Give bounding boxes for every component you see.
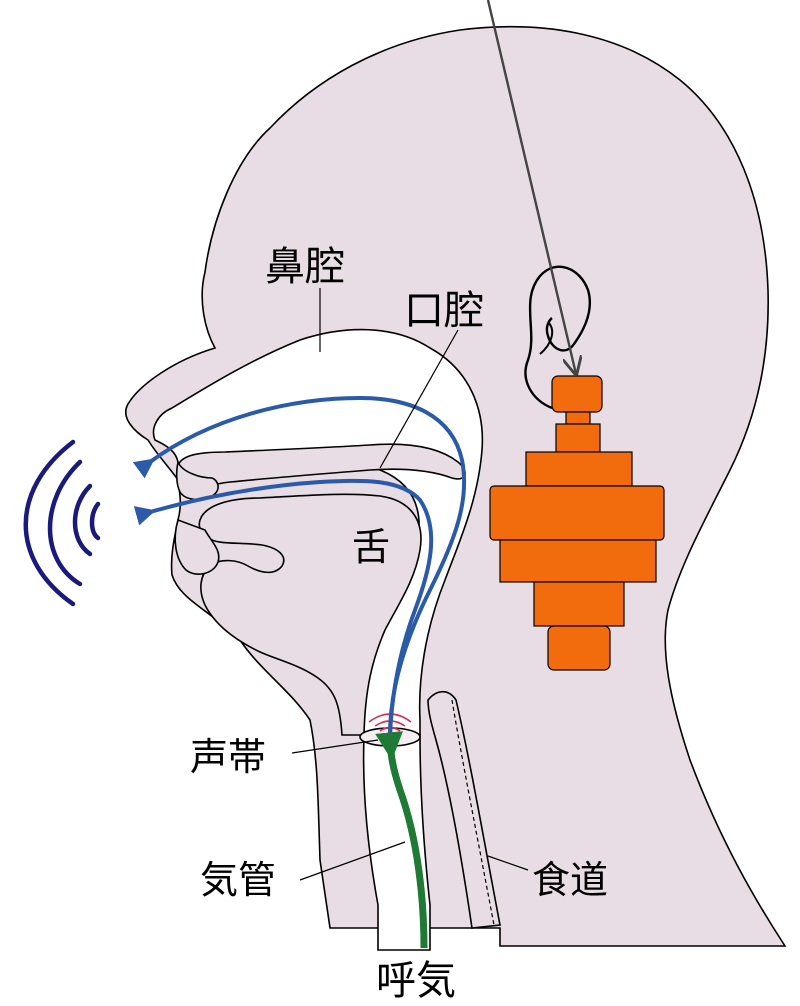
label-oral-cavity: 口腔 — [404, 288, 484, 334]
label-exhalation: 呼気 — [376, 958, 456, 1004]
label-tongue: 舌 — [352, 525, 390, 569]
label-nasal-cavity: 鼻腔 — [265, 244, 345, 290]
label-vocal-cords: 声帯 — [190, 735, 266, 779]
sound-waves-icon — [26, 442, 98, 604]
label-trachea: 気管 — [200, 858, 276, 902]
label-esophagus: 食道 — [532, 858, 608, 902]
